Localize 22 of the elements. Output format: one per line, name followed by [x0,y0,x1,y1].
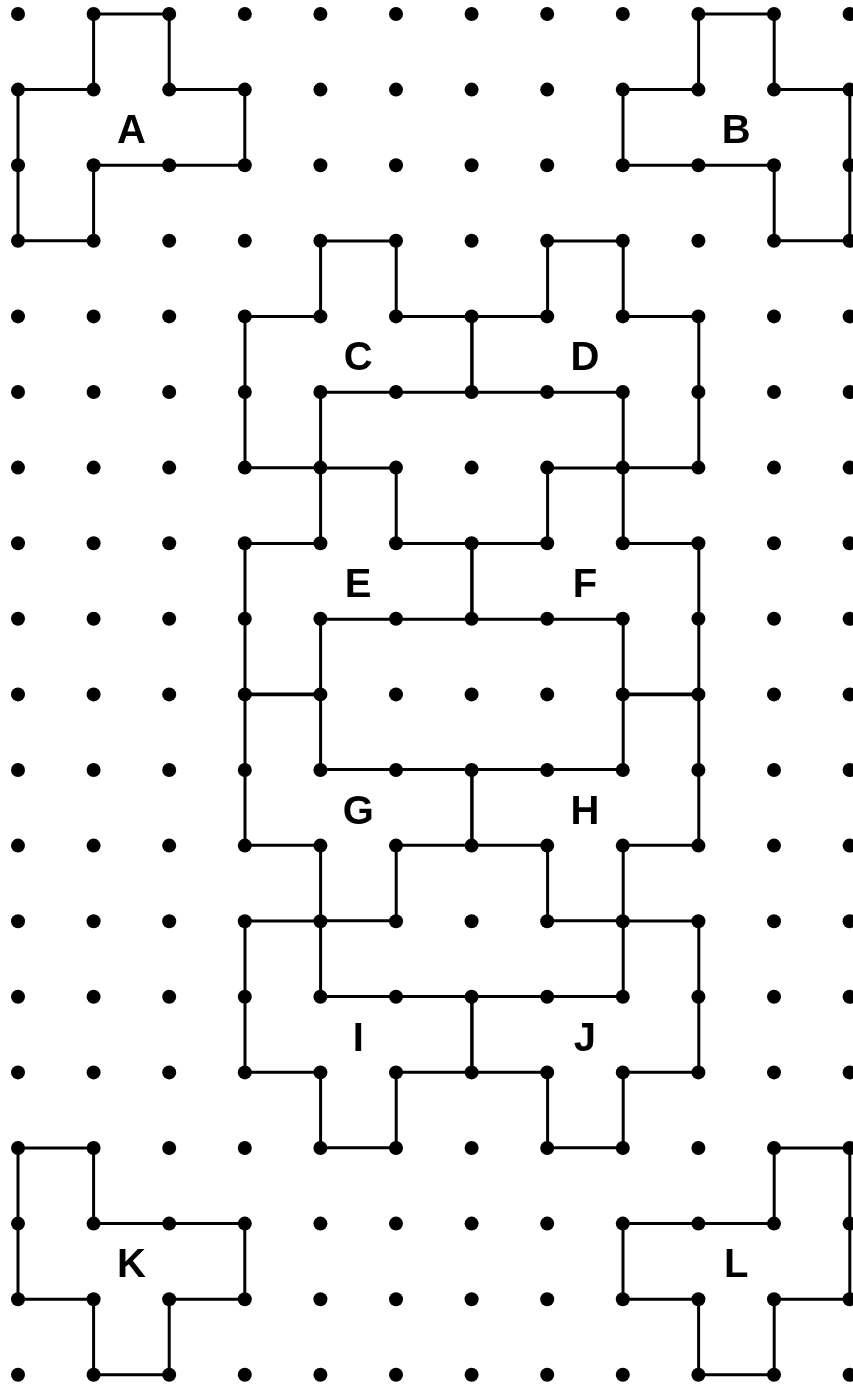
polyomino-shape [620,12,852,243]
shape-label: E [344,563,372,603]
shape-label: J [573,1016,597,1057]
shape-label: L [723,1243,749,1284]
polyomino-shape [242,692,474,924]
shape-label: A [116,109,146,150]
shape-label: C [343,336,373,377]
shape-label: I [352,1016,364,1057]
shape-label: G [342,789,374,830]
polyomino-shape [242,919,474,1150]
shape-label: H [570,789,600,830]
shape-label: D [570,336,600,377]
polyomino-shape [620,1146,852,1377]
polyomino-shape [242,238,474,470]
shape-label: B [721,109,751,150]
polyomino-shape [469,692,701,924]
polyomino-shape [469,238,701,470]
shape-label: F [572,563,598,603]
polyomino-shape [16,1146,247,1377]
shape-label: K [116,1243,146,1284]
polyomino-shape [469,919,701,1150]
polyomino-shape [16,12,247,243]
